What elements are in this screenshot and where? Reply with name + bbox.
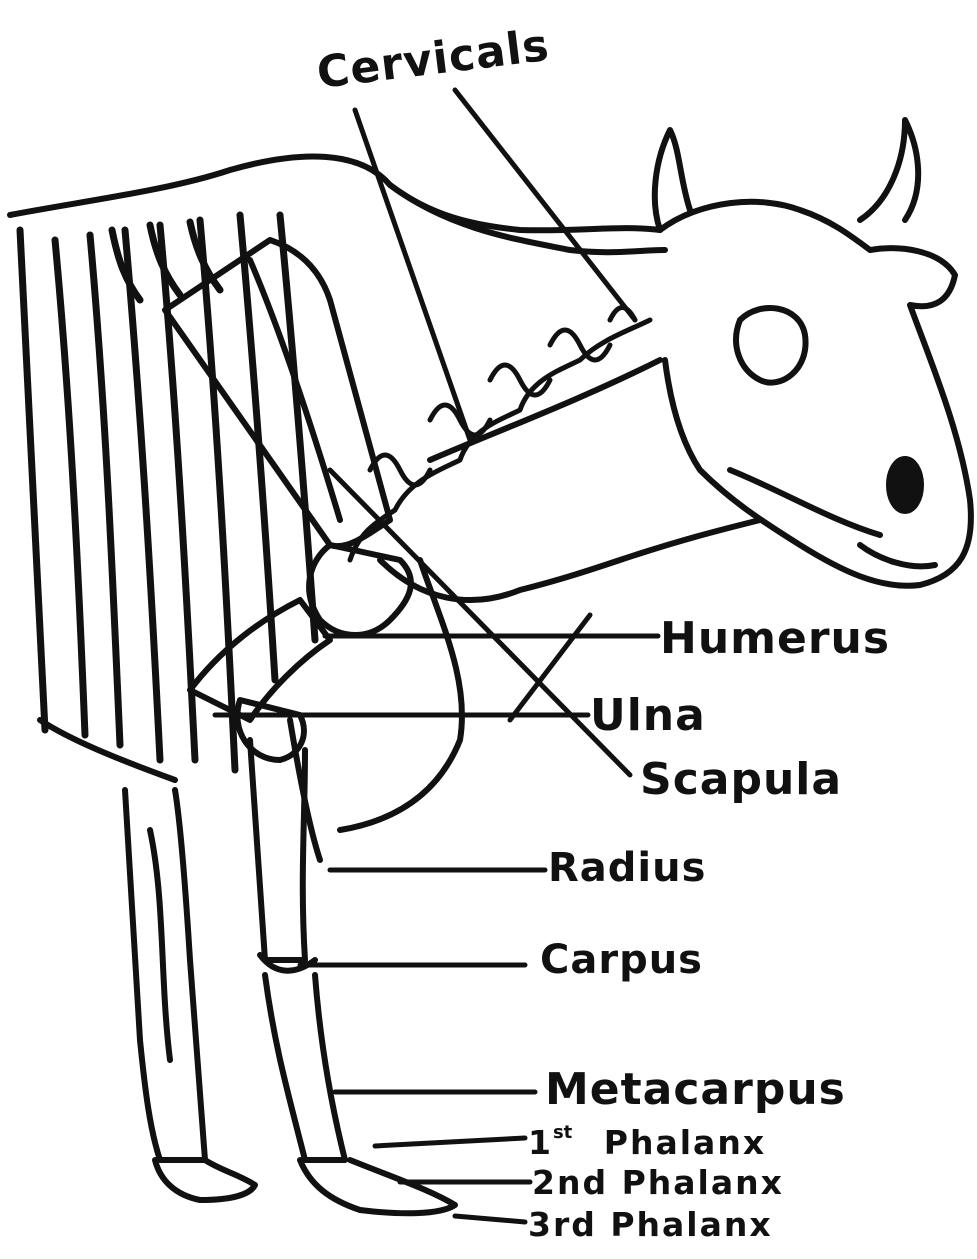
horn-right [860, 120, 918, 220]
leader-phalanx-1 [375, 1138, 525, 1146]
eye-socket [736, 308, 805, 383]
label-radius: Radius [548, 848, 706, 888]
metacarpus-bone [265, 975, 345, 1160]
far-leg-detail [150, 830, 170, 1060]
label-carpus: Carpus [540, 940, 703, 980]
leader-phalanx-3 [455, 1216, 525, 1222]
mouth [860, 545, 935, 566]
phalanx-1-suffix: st [553, 1122, 572, 1143]
chest-line [340, 560, 462, 830]
label-phalanx-1: 1st Phalanx [528, 1124, 766, 1159]
dewlap [380, 520, 760, 600]
head-outline [660, 202, 971, 586]
phalanx-1-word: Phalanx [604, 1123, 766, 1162]
back-outline [10, 156, 660, 230]
throat-line [430, 360, 660, 460]
phalanx-1-number: 1 [528, 1123, 553, 1162]
neck-top [390, 185, 665, 252]
label-humerus: Humerus [660, 617, 890, 661]
nostril [889, 459, 921, 511]
hoof-near [300, 1160, 455, 1213]
label-scapula: Scapula [640, 758, 842, 802]
rib-cage [20, 215, 315, 770]
label-phalanx-2: 2nd Phalanx [532, 1166, 784, 1199]
scapula-bone [165, 240, 390, 546]
leader-cervicals-1 [355, 110, 470, 440]
belly-line [40, 720, 175, 780]
jaw-line [730, 470, 880, 535]
label-metacarpus: Metacarpus [545, 1068, 846, 1112]
humerus-bone [309, 545, 411, 635]
hoof-far [155, 1160, 255, 1200]
label-ulna: Ulna [590, 694, 706, 738]
label-phalanx-3: 3rd Phalanx [528, 1208, 773, 1241]
leader-cervicals-2 [455, 90, 635, 320]
